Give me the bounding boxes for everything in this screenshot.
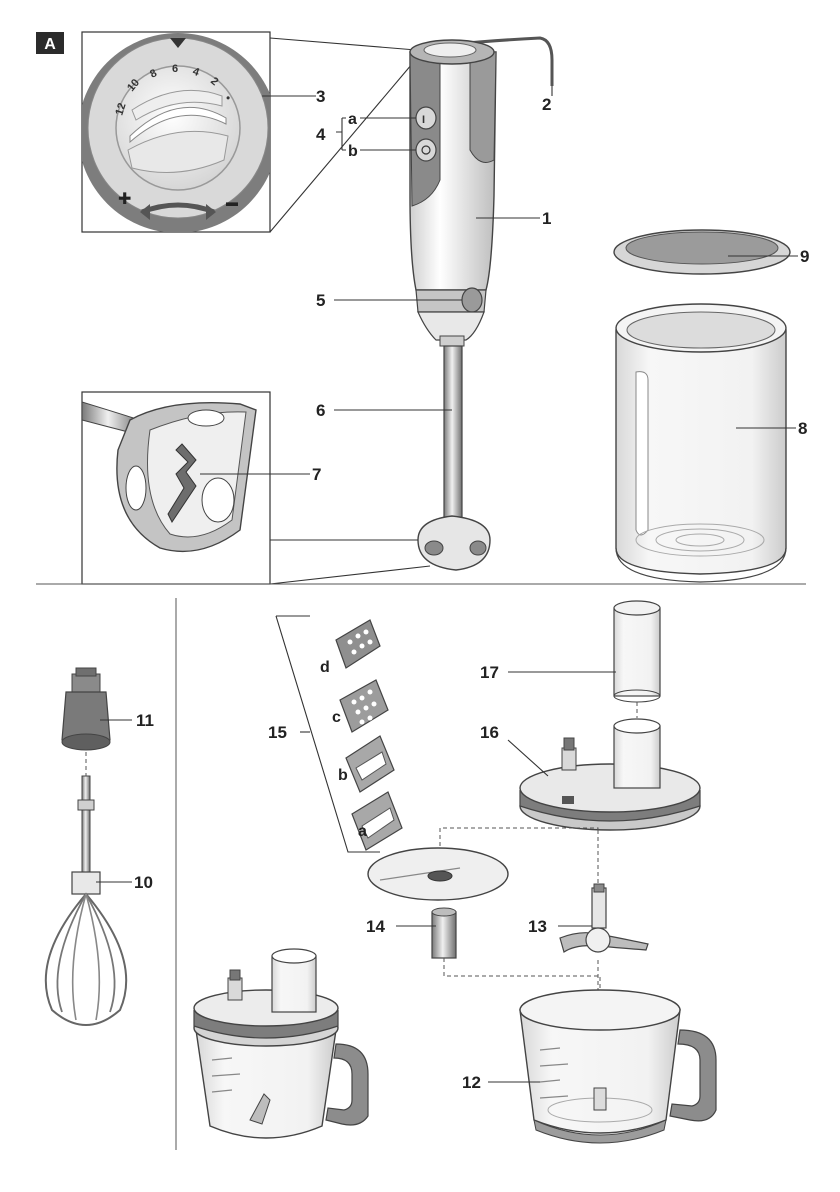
hand-blender: I (410, 38, 552, 570)
panel-badge-letter: A (44, 36, 56, 53)
callout-4b: b (348, 143, 358, 160)
callout-4: 4 (316, 125, 326, 144)
inset-connector-bottom (270, 64, 412, 232)
button-b[interactable] (416, 139, 436, 161)
callout-15c: c (332, 709, 341, 726)
callout-15a: a (358, 823, 367, 840)
disc-to-lid-dashed-link (440, 828, 598, 846)
assembled-processor (194, 949, 368, 1138)
callout-6: 6 (316, 401, 325, 420)
callout-5: 5 (316, 291, 325, 310)
insert-a (352, 792, 402, 850)
callout-15d: d (320, 659, 330, 676)
callout-1: 1 (542, 209, 551, 228)
callout-8: 8 (798, 419, 807, 438)
dial-plus-icon: ✚ (118, 191, 131, 208)
release-button[interactable] (462, 288, 482, 312)
button-a-icon: I (422, 114, 425, 126)
callout-12: 12 (462, 1073, 481, 1092)
measuring-beaker (616, 304, 786, 582)
callout-10: 10 (134, 873, 153, 892)
chopping-blade (560, 884, 648, 952)
beaker-lid (614, 230, 790, 274)
callout-15b: b (338, 767, 348, 784)
callout-13: 13 (528, 917, 547, 936)
panel-badge: A (36, 32, 64, 54)
callout-15: 15 (268, 723, 287, 742)
inset-connector-blade-bottom (270, 566, 430, 584)
callout-9: 9 (800, 247, 809, 266)
insert-c (340, 680, 388, 732)
dial-minus-icon: ▬ (226, 195, 238, 209)
insert-b (346, 736, 394, 792)
leader-16 (508, 740, 548, 776)
speed-dial-inset: 12 10 8 6 4 2 • ✚ ▬ (78, 32, 278, 233)
callout-3: 3 (316, 87, 325, 106)
blade-inset (82, 392, 270, 584)
button-a[interactable] (416, 107, 436, 129)
callout-11: 11 (136, 711, 154, 730)
callout-2: 2 (542, 95, 551, 114)
whisk-gearbox (62, 668, 110, 750)
dial-scale-6: 6 (172, 63, 178, 75)
processor-bowl (520, 990, 716, 1143)
pusher (614, 601, 660, 702)
slicing-disc (368, 848, 508, 958)
callout-7: 7 (312, 465, 321, 484)
whisk (46, 776, 126, 1025)
callout-4a: a (348, 111, 357, 128)
blender-shaft (444, 346, 462, 524)
callout-14: 14 (366, 917, 385, 936)
insert-d (336, 620, 380, 668)
inset-connector-top (270, 38, 416, 50)
callout-17: 17 (480, 663, 499, 682)
callout-16: 16 (480, 723, 499, 742)
bracket-4 (336, 118, 346, 150)
